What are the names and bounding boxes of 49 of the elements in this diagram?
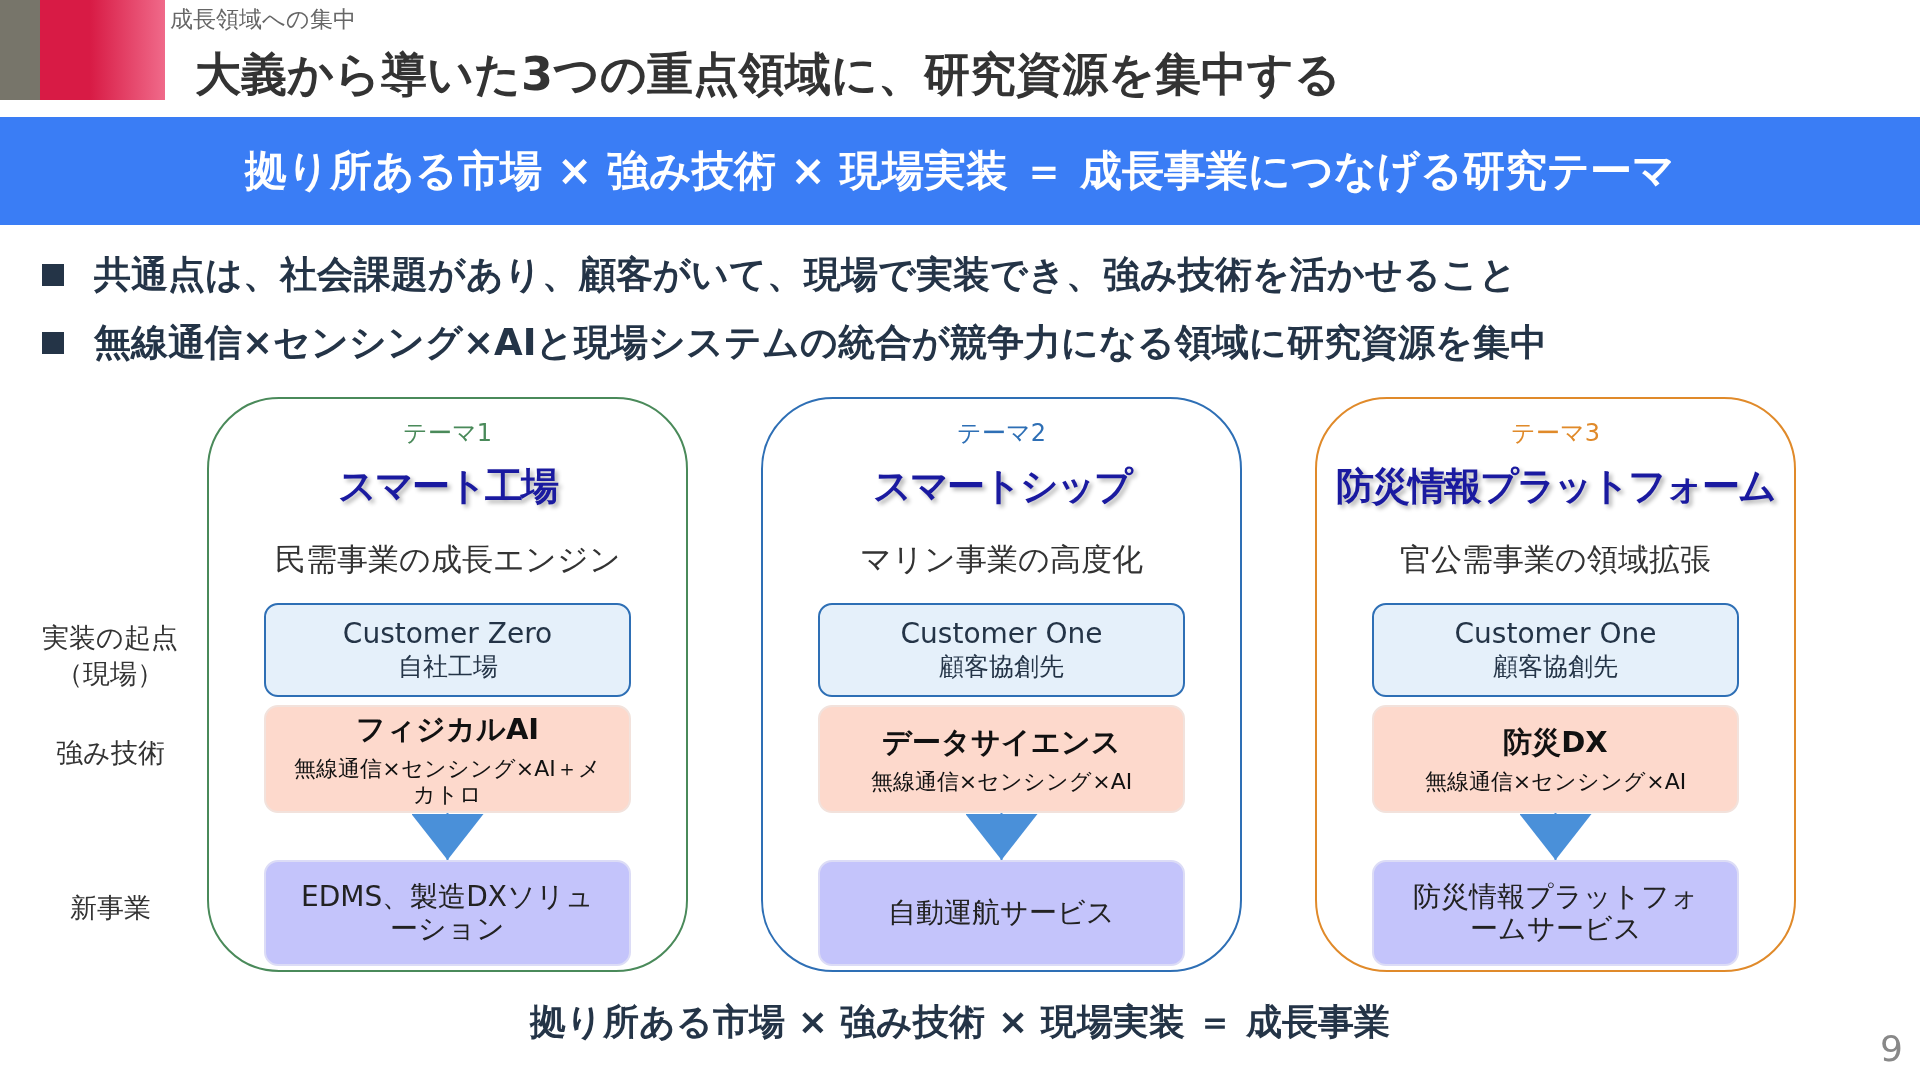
section-label: 成長領域への集中 [170, 5, 356, 34]
customer-description: 顧客協創先 [1493, 651, 1618, 683]
theme-title: 防災情報プラットフォーム [1335, 463, 1776, 510]
customer-type: Customer Zero [342, 617, 553, 650]
customer-type: Customer One [900, 617, 1103, 650]
bullet-text: 無線通信×センシング×AIと現場システムの統合が競争力になる領域に研究資源を集中 [94, 320, 1548, 366]
technology-name: 防災DX [1503, 723, 1608, 761]
technology-description: 無線通信×センシング×AI＋メカトロ [293, 755, 602, 809]
theme-panel [1315, 397, 1796, 972]
theme-title: スマート工場 [337, 463, 559, 510]
arrow [1519, 812, 1592, 861]
technology-name: データサイエンス [882, 723, 1121, 761]
theme-number: テーマ1 [401, 418, 494, 449]
business-name: 防災情報プラットフォームサービス [1411, 880, 1700, 946]
business-box [1372, 860, 1739, 966]
theme-number: テーマ2 [955, 418, 1048, 449]
theme-panel [761, 397, 1242, 972]
business-box [818, 860, 1185, 966]
business-name: EDMS、製造DXソリューション [300, 880, 595, 946]
arrow [411, 812, 484, 861]
customer-description: 自社工場 [397, 651, 498, 683]
row-label: 新事業 [68, 891, 152, 925]
customer-box [818, 603, 1185, 697]
summary-text: 拠り所ある市場 × 強み技術 × 現場実装 ＝ 成長事業 [528, 1000, 1391, 1044]
technology-box [818, 705, 1185, 813]
customer-type: Customer One [1454, 617, 1657, 650]
page-number: 9 [1880, 1028, 1903, 1069]
theme-subtitle: マリン事業の高度化 [859, 540, 1144, 579]
theme-number: テーマ3 [1509, 418, 1602, 449]
arrow [965, 812, 1038, 861]
technology-name: フィジカルAI [355, 710, 540, 748]
row-label: 強み技術 [54, 736, 166, 770]
customer-box [1372, 603, 1739, 697]
banner: 拠り所ある市場 × 強み技術 × 現場実装 ＝ 成長事業につなげる研究テーマ [0, 117, 1920, 225]
technology-box [264, 705, 631, 813]
bullet-text: 共通点は、社会課題があり、顧客がいて、現場で実装でき、強み技術を活かせること [94, 252, 1517, 298]
theme-subtitle: 民需事業の成長エンジン [273, 540, 622, 579]
business-box [264, 860, 631, 966]
technology-box [1372, 705, 1739, 813]
theme-subtitle: 官公需事業の領域拡張 [1399, 540, 1712, 579]
theme-panel [207, 397, 688, 972]
technology-description: 無線通信×センシング×AI [1423, 768, 1688, 796]
customer-description: 顧客協創先 [939, 651, 1064, 683]
slide-title: 大義から導いた3つの重点領域に、研究資源を集中する [195, 46, 1341, 103]
business-name: 自動運航サービス [887, 896, 1116, 930]
technology-description: 無線通信×センシング×AI [869, 768, 1134, 796]
theme-title: スマートシップ [871, 463, 1133, 510]
customer-box [264, 603, 631, 697]
row-label: 実装の起点（現場） [41, 621, 179, 691]
